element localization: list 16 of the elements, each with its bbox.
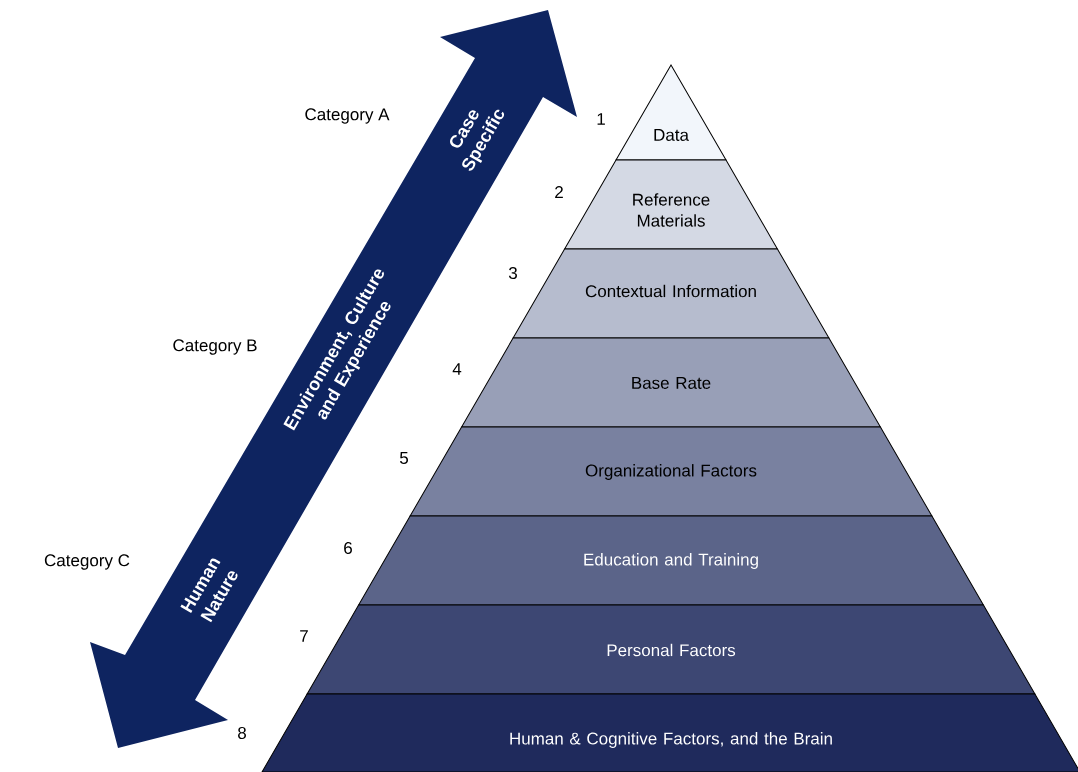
pyramid-band: Education and Training <box>358 515 984 606</box>
level-number: 1 <box>597 113 605 125</box>
pyramid-band: Organizational Factors <box>409 426 933 517</box>
pyramid-band: Reference Materials <box>564 159 778 250</box>
level-number: 7 <box>300 630 308 642</box>
category-label: Category B <box>173 339 257 355</box>
category-label: Category C <box>44 554 130 570</box>
level-number: 6 <box>344 542 352 555</box>
level-number: 2 <box>555 186 563 198</box>
pyramid-band: Human & Cognitive Factors, and the Brain <box>261 693 1078 772</box>
level-number: 8 <box>238 727 246 740</box>
pyramid-band: Base Rate <box>461 337 881 428</box>
category-label: Category A <box>305 108 390 124</box>
level-number: 4 <box>452 363 462 375</box>
level-number: 5 <box>399 452 408 464</box>
pyramid-band: Data <box>615 64 727 161</box>
